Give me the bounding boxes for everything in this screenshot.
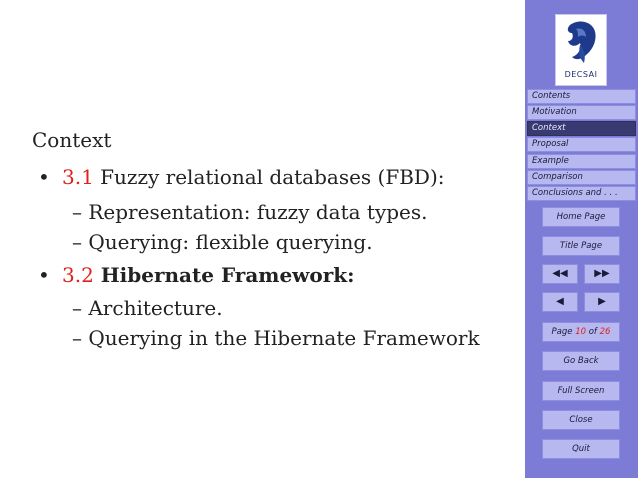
title-page-button[interactable]: Title Page [542, 236, 620, 256]
item-3-1-text: Fuzzy relational databases (FBD): [93, 165, 445, 189]
bird-emblem-icon [567, 21, 596, 63]
item-3-2-text: Hibernate Framework: [93, 263, 355, 287]
item-3-1: 3.1 Fuzzy relational databases (FBD): [62, 165, 445, 189]
last-page-button[interactable]: ▶▶ [584, 264, 620, 284]
subitem-hibernate-querying: – Querying in the Hibernate Framework [72, 326, 480, 350]
left-arrow-icon: ◀ [556, 296, 564, 307]
nav-contents[interactable]: Contents [527, 89, 636, 104]
next-page-button[interactable]: ▶ [584, 292, 620, 312]
nav-motivation[interactable]: Motivation [527, 105, 636, 120]
nav-conclusions[interactable]: Conclusions and . . . [527, 186, 636, 201]
full-screen-button[interactable]: Full Screen [542, 381, 620, 401]
slide-content: Context • 3.1 Fuzzy relational databases… [32, 128, 480, 350]
go-back-button[interactable]: Go Back [542, 351, 620, 371]
previous-page-button[interactable]: ◀ [542, 292, 578, 312]
nav-comparison[interactable]: Comparison [527, 170, 636, 185]
double-left-arrow-icon: ◀◀ [552, 268, 568, 279]
subitem-representation: – Representation: fuzzy data types. [72, 200, 428, 224]
close-button[interactable]: Close [542, 410, 620, 430]
double-right-arrow-icon: ▶▶ [594, 268, 610, 279]
page-of: of [586, 327, 600, 337]
decsai-logo: DECSAI [555, 14, 607, 86]
item-3-2: 3.2 Hibernate Framework: [62, 263, 355, 287]
home-page-button[interactable]: Home Page [542, 207, 620, 227]
nav-example[interactable]: Example [527, 154, 636, 169]
page-indicator: Page 10 of 26 [542, 322, 620, 342]
first-page-button[interactable]: ◀◀ [542, 264, 578, 284]
subitem-architecture: – Architecture. [72, 296, 223, 320]
nav-proposal[interactable]: Proposal [527, 137, 636, 152]
page-current: 10 [575, 327, 587, 337]
page-total: 26 [599, 327, 611, 337]
nav-context[interactable]: Context [527, 121, 636, 136]
right-arrow-icon: ▶ [598, 296, 606, 307]
bullet-2: • [38, 263, 50, 287]
quit-button[interactable]: Quit [542, 439, 620, 459]
slide-heading: Context [32, 128, 112, 152]
page-prefix: Page [551, 327, 576, 337]
subitem-querying: – Querying: flexible querying. [72, 230, 373, 254]
logo-label: DECSAI [564, 70, 598, 79]
bullet-1: • [38, 165, 50, 189]
item-3-1-number: 3.1 [62, 165, 94, 189]
item-3-2-number: 3.2 [62, 263, 94, 287]
